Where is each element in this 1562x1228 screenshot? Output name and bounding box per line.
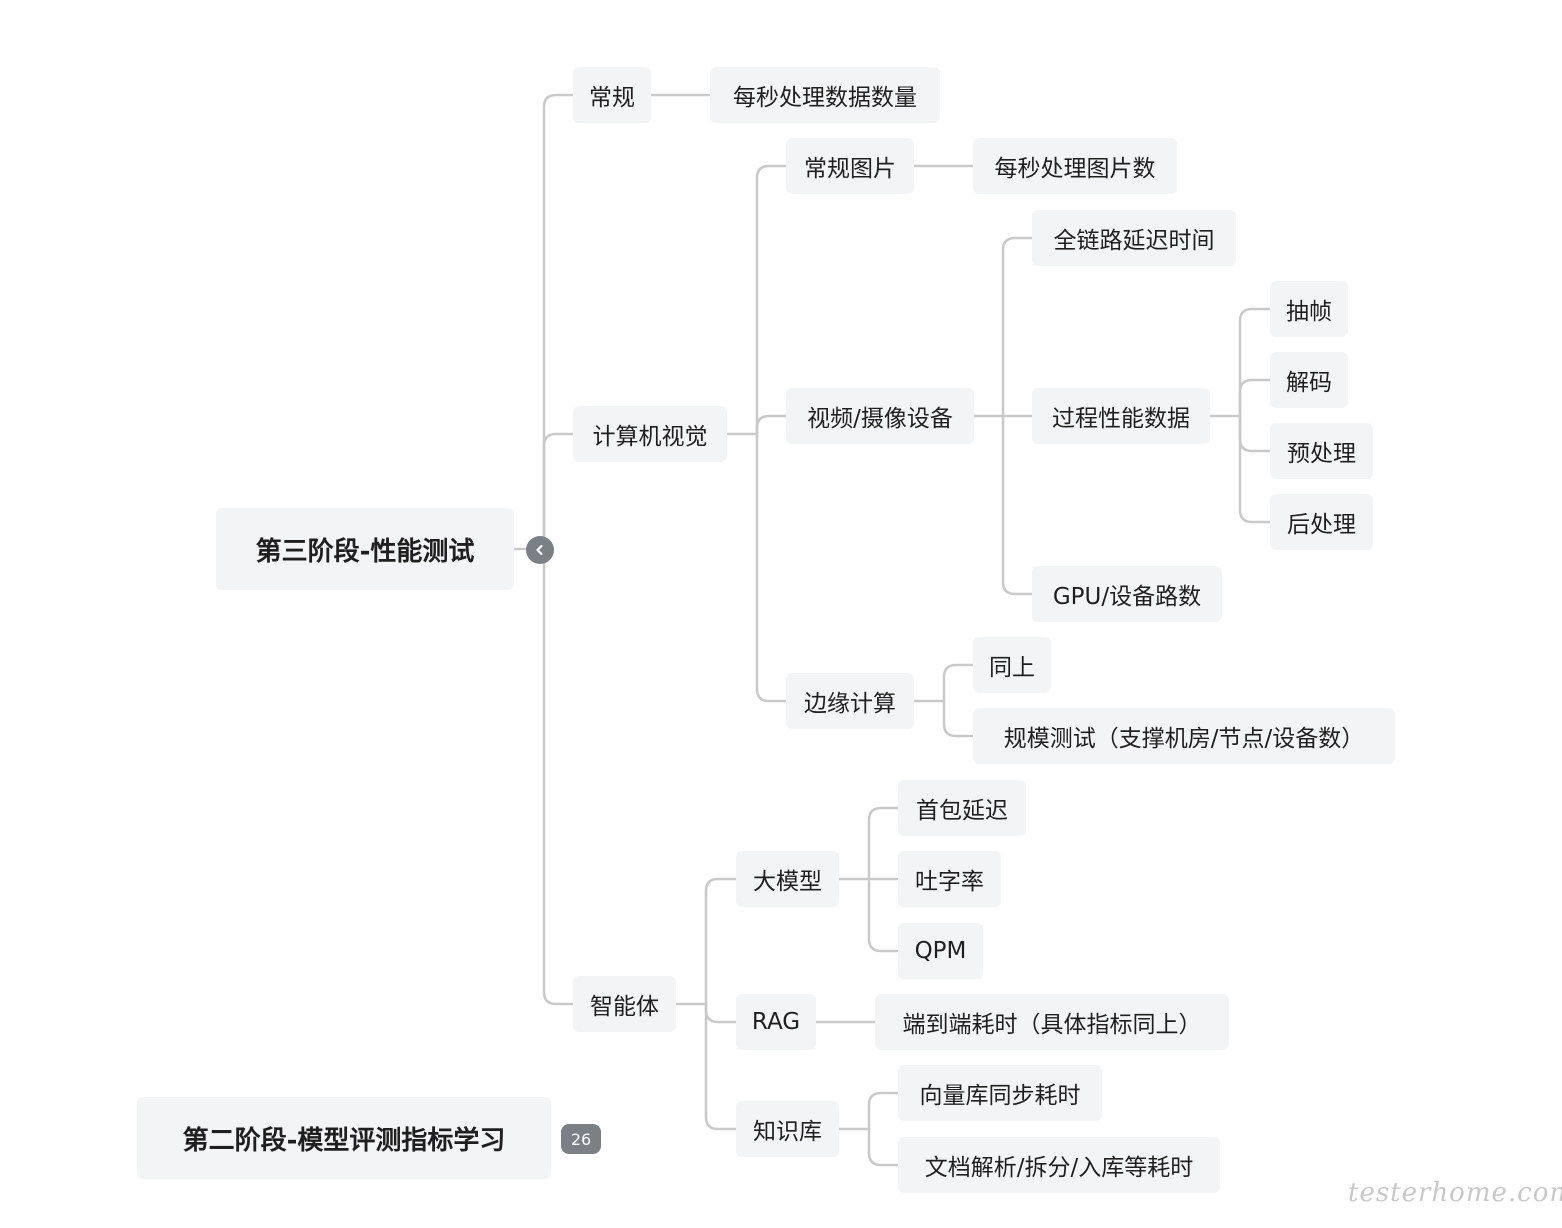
node-cv-pre[interactable]: 预处理 bbox=[1270, 423, 1373, 479]
node-cv[interactable]: 计算机视觉 bbox=[573, 406, 727, 462]
node-rag-e2e[interactable]: 端到端耗时（具体指标同上） bbox=[875, 994, 1229, 1050]
connector-line bbox=[755, 432, 788, 703]
node-llm-first[interactable]: 首包延迟 bbox=[898, 780, 1026, 836]
connector-line bbox=[1001, 414, 1034, 596]
connector-line bbox=[1238, 378, 1272, 418]
node-cv-video[interactable]: 视频/摄像设备 bbox=[786, 388, 974, 444]
connector-line bbox=[1238, 414, 1272, 524]
node-cv-edge-same[interactable]: 同上 bbox=[973, 637, 1051, 693]
connector-line bbox=[942, 699, 975, 738]
collapsed-count-badge[interactable]: 26 bbox=[561, 1124, 601, 1154]
node-cv-edge[interactable]: 边缘计算 bbox=[786, 673, 914, 729]
connector-line bbox=[1238, 307, 1272, 418]
connector-line bbox=[755, 414, 788, 436]
node-llm-qpm[interactable]: QPM bbox=[898, 923, 983, 979]
connector-line bbox=[704, 877, 738, 1006]
node-stage2[interactable]: 第二阶段-模型评测指标学习 bbox=[137, 1097, 551, 1179]
connector-line bbox=[704, 1002, 738, 1024]
connector-line bbox=[542, 93, 575, 551]
node-cv-gpu[interactable]: GPU/设备路数 bbox=[1032, 566, 1222, 622]
connector-line bbox=[942, 663, 975, 703]
connector-line bbox=[867, 806, 900, 881]
node-cv-edge-scale[interactable]: 规模测试（支撑机房/节点/设备数） bbox=[973, 708, 1395, 764]
watermark: testerhome.com bbox=[1348, 1178, 1562, 1208]
node-cv-image[interactable]: 常规图片 bbox=[786, 138, 914, 194]
connector-line bbox=[867, 1127, 900, 1167]
node-kb-sync[interactable]: 向量库同步耗时 bbox=[898, 1065, 1102, 1121]
node-cv-image-rate[interactable]: 每秒处理图片数 bbox=[973, 138, 1177, 194]
node-cv-latency[interactable]: 全链路延迟时间 bbox=[1032, 210, 1236, 266]
connector-line bbox=[704, 1002, 738, 1131]
node-kb[interactable]: 知识库 bbox=[736, 1101, 839, 1157]
connector-line bbox=[867, 877, 900, 953]
node-changgui[interactable]: 常规 bbox=[573, 67, 651, 123]
node-changgui-rate[interactable]: 每秒处理数据数量 bbox=[710, 67, 940, 123]
node-kb-parse[interactable]: 文档解析/拆分/入库等耗时 bbox=[898, 1137, 1220, 1193]
node-rag[interactable]: RAG bbox=[736, 994, 816, 1050]
collapse-toggle-button[interactable] bbox=[526, 536, 554, 564]
connector-line bbox=[867, 1091, 900, 1131]
node-llm-tps[interactable]: 吐字率 bbox=[898, 851, 1001, 907]
node-llm[interactable]: 大模型 bbox=[736, 851, 839, 907]
node-cv-frame[interactable]: 抽帧 bbox=[1270, 281, 1348, 337]
node-root[interactable]: 第三阶段-性能测试 bbox=[216, 508, 514, 590]
node-cv-decode[interactable]: 解码 bbox=[1270, 352, 1348, 408]
connector-line bbox=[542, 432, 575, 551]
node-cv-process[interactable]: 过程性能数据 bbox=[1032, 388, 1210, 444]
connector-line bbox=[1001, 236, 1034, 418]
node-agent[interactable]: 智能体 bbox=[573, 976, 676, 1032]
node-cv-post[interactable]: 后处理 bbox=[1270, 494, 1373, 550]
chevron-left-icon bbox=[536, 544, 543, 556]
connector-line bbox=[755, 164, 788, 436]
connector-line bbox=[542, 547, 575, 1006]
connector-line bbox=[1238, 414, 1272, 453]
